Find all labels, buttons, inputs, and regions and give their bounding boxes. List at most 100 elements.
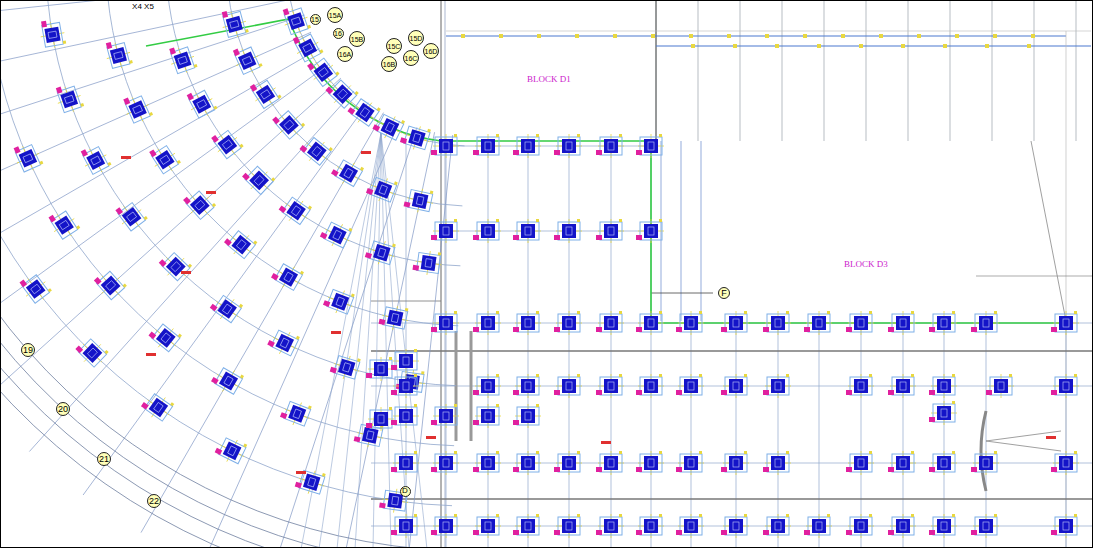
marker-dot [952, 311, 955, 314]
marker-dot [351, 293, 355, 297]
footing-outline [435, 517, 457, 535]
note-mark [331, 331, 341, 334]
marker-dot [63, 41, 66, 44]
column-section [387, 310, 404, 327]
column-core [998, 382, 1004, 390]
column-tag [763, 467, 769, 472]
column-section [231, 235, 251, 255]
footing-outline [334, 160, 362, 187]
column-section [562, 139, 576, 153]
marker-dot [1074, 374, 1077, 377]
column-core [485, 142, 491, 150]
column-tag [763, 530, 769, 535]
marker-dot [619, 374, 622, 377]
column-tag [636, 235, 642, 240]
column-section [896, 316, 910, 330]
column-core [378, 365, 384, 373]
column-core [303, 43, 313, 52]
marker-dot [659, 451, 662, 454]
column-tag [169, 47, 176, 54]
column-symbol [399, 122, 433, 153]
column-tag [379, 503, 386, 509]
grid-label: 16A [339, 51, 351, 58]
column-core [733, 522, 739, 530]
marker-dot [917, 34, 921, 38]
column-tag [94, 277, 102, 285]
column-section [481, 316, 495, 330]
column-symbol [247, 75, 282, 112]
column-tag [354, 436, 361, 442]
column-section [481, 224, 495, 238]
column-symbol [346, 94, 383, 130]
marker-dot [188, 264, 192, 268]
grid-bubble: 15D [408, 30, 424, 46]
footing-outline [477, 407, 499, 425]
column-core [403, 357, 409, 365]
column-symbol [38, 18, 66, 50]
footing-outline [51, 211, 78, 239]
column-symbol [473, 404, 501, 428]
footing-outline [680, 517, 702, 535]
column-symbol [473, 451, 501, 475]
footing-outline [370, 360, 392, 378]
marker-dot [496, 374, 499, 377]
grid-line [1031, 141, 1066, 321]
marker-dot [300, 271, 304, 275]
column-core [284, 120, 294, 130]
marker-dot [1074, 311, 1077, 314]
column-symbol [596, 374, 624, 398]
column-section [86, 151, 105, 170]
marker-dot [744, 451, 747, 454]
marker-dot [360, 167, 364, 171]
column-tag [1051, 467, 1057, 472]
column-section [439, 519, 453, 533]
grid-bubble: 20 [56, 402, 70, 416]
marker-dot [177, 160, 181, 164]
grid-label: 20 [58, 405, 68, 414]
column-symbol [157, 248, 194, 285]
column-core [1063, 522, 1069, 530]
column-symbol [213, 433, 249, 467]
grid-line [651, 293, 713, 294]
column-tag [280, 412, 287, 419]
footing-outline [395, 407, 417, 425]
column-core [608, 227, 614, 235]
column-tag [250, 84, 257, 92]
column-symbol [431, 404, 459, 428]
column-core [154, 402, 164, 412]
column-symbol [1051, 514, 1079, 538]
footing-outline [477, 137, 499, 155]
marker-dot [577, 134, 580, 137]
marker-dot [952, 514, 955, 517]
grid-line [778, 319, 779, 548]
footing-outline [295, 34, 321, 62]
footing-outline [395, 517, 417, 535]
column-tag [347, 107, 355, 115]
column-symbol [121, 91, 154, 126]
column-section [521, 316, 535, 330]
column-tag [295, 482, 302, 489]
footing-outline [640, 137, 662, 155]
note-mark [426, 436, 436, 439]
column-core [775, 382, 781, 390]
note-mark [296, 471, 306, 474]
marker-dot [943, 44, 947, 48]
beam-line [371, 498, 1093, 499]
column-section [331, 293, 349, 311]
footing-outline [83, 147, 109, 175]
column-section [481, 409, 495, 423]
column-core [161, 333, 171, 343]
footing-outline [517, 314, 539, 332]
column-section [481, 139, 495, 153]
column-section [149, 398, 168, 417]
footing-outline [517, 377, 539, 395]
footing-outline [892, 314, 914, 332]
marker-dot [613, 34, 617, 38]
column-core [485, 382, 491, 390]
footing-outline [850, 454, 872, 472]
column-symbol [676, 451, 704, 475]
marker-dot [377, 107, 381, 111]
grid-label: 15A [329, 12, 341, 19]
column-symbol [17, 270, 53, 307]
marker-dot [699, 514, 702, 517]
